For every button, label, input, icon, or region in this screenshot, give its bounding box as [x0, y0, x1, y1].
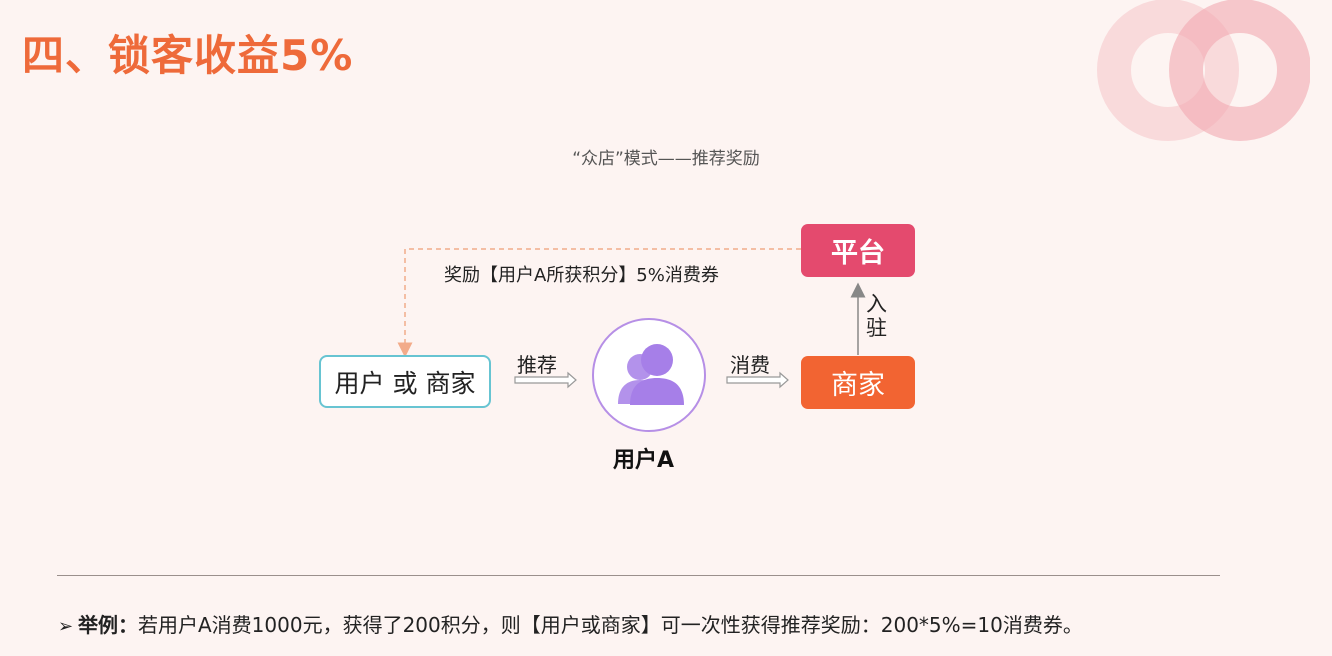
reward-dashed-line [397, 248, 801, 358]
users-icon [618, 344, 684, 405]
decorative-rings [1097, 0, 1310, 141]
example-label: 举例： [78, 613, 138, 637]
consume-label: 消费 [730, 353, 770, 377]
bullet-icon: ➢ [58, 616, 74, 637]
user-a-label: 用户A [613, 448, 675, 473]
node-user-or-merchant: 用户 或 商家 [319, 355, 491, 408]
reward-label: 奖励【用户A所获积分】5%消费券 [444, 265, 719, 286]
recommend-arrow [514, 371, 577, 389]
node-platform: 平台 [801, 224, 915, 277]
divider [57, 575, 1220, 576]
node-merchant: 商家 [801, 356, 915, 409]
enter-label: 入驻 [866, 292, 887, 340]
page-title: 四、锁客收益5% [22, 31, 354, 80]
diagram-subtitle: “众店”模式——推荐奖励 [572, 149, 760, 169]
example-body: 若用户A消费1000元，获得了200积分，则【用户或商家】可一次性获得推荐奖励：… [138, 613, 1083, 637]
user-a-avatar [592, 318, 706, 432]
example-text: ➢举例：若用户A消费1000元，获得了200积分，则【用户或商家】可一次性获得推… [58, 609, 1083, 638]
recommend-label: 推荐 [517, 353, 557, 377]
consume-arrow [726, 371, 789, 389]
